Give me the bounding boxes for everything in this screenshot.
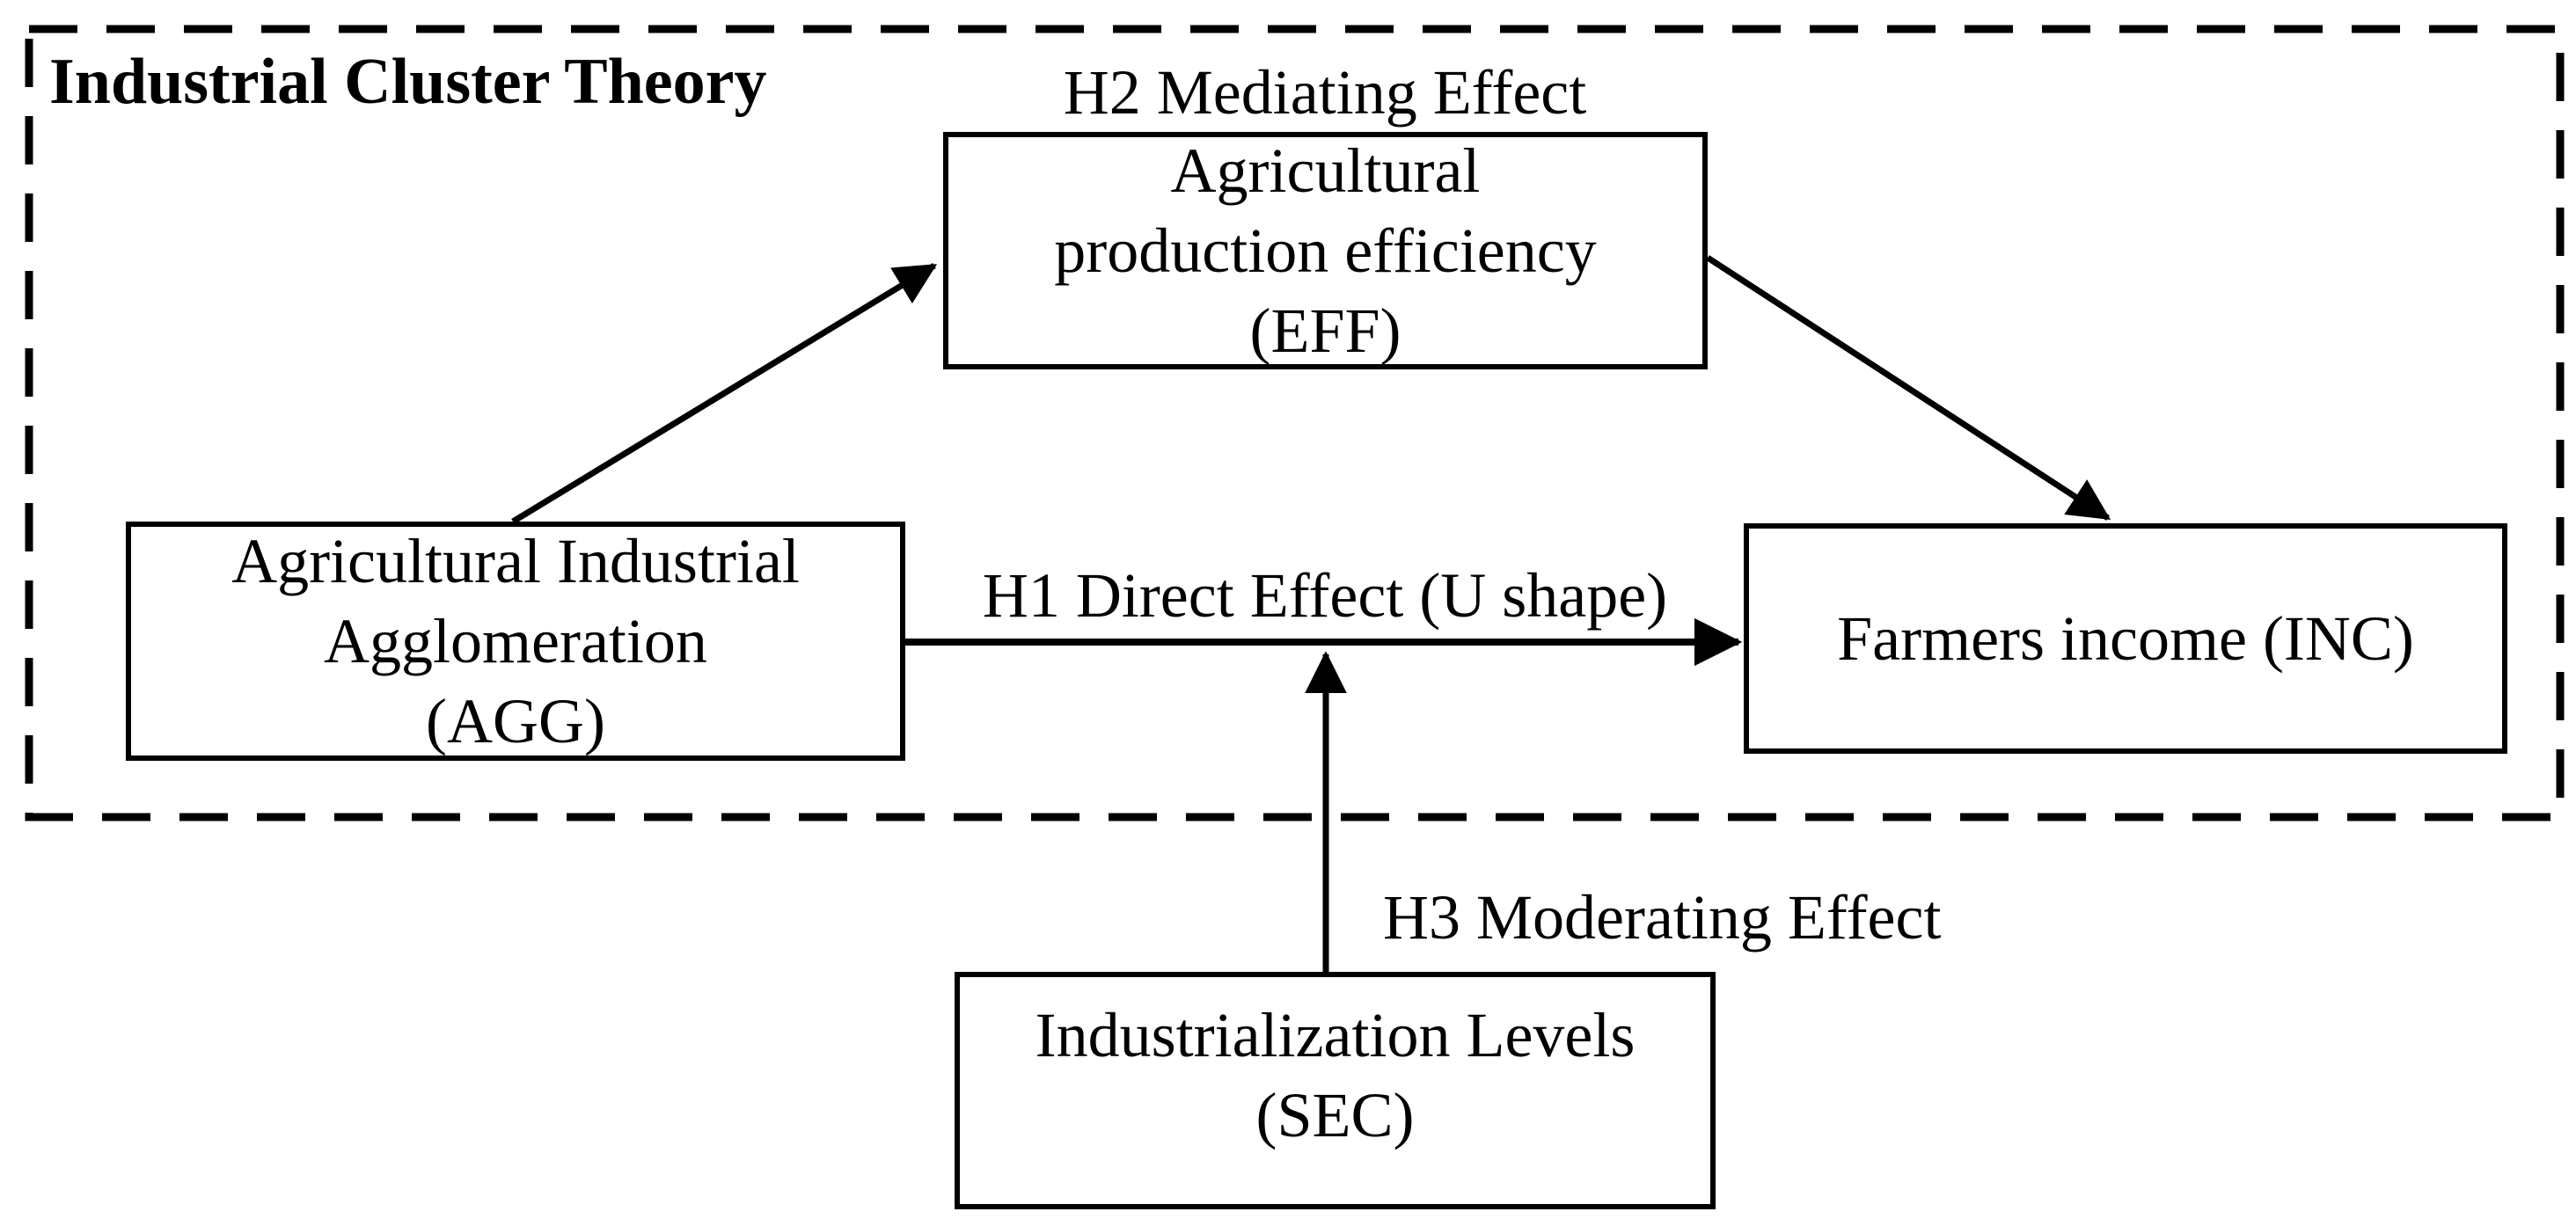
node-agg-text: Agricultural Industrial Agglomeration (A…	[231, 525, 800, 756]
node-agricultural-industrial-agglomeration: Agricultural Industrial Agglomeration (A…	[126, 522, 905, 761]
h3-moderating-effect-label: H3 Moderating Effect	[1383, 882, 1942, 953]
industrial-cluster-theory-boundary	[25, 25, 2565, 821]
node-sec-text: Industrialization Levels (SEC)	[1035, 1000, 1636, 1150]
h1-direct-effect-label: H1 Direct Effect (U shape)	[982, 560, 1668, 631]
node-agricultural-production-efficiency: Agricultural production efficiency (EFF)	[943, 132, 1708, 369]
node-eff-text: Agricultural production efficiency (EFF)	[1054, 135, 1597, 366]
arrow-agg-to-eff	[511, 263, 938, 524]
frame-title: Industrial Cluster Theory	[49, 46, 767, 118]
h2-mediating-effect-label: H2 Mediating Effect	[1063, 57, 1587, 128]
node-industrialization-levels: Industrialization Levels (SEC)	[955, 972, 1716, 1209]
arrow-eff-to-inc	[1706, 255, 2111, 521]
node-farmers-income: Farmers income (INC)	[1744, 523, 2507, 754]
node-inc-text: Farmers income (INC)	[1837, 602, 2414, 674]
